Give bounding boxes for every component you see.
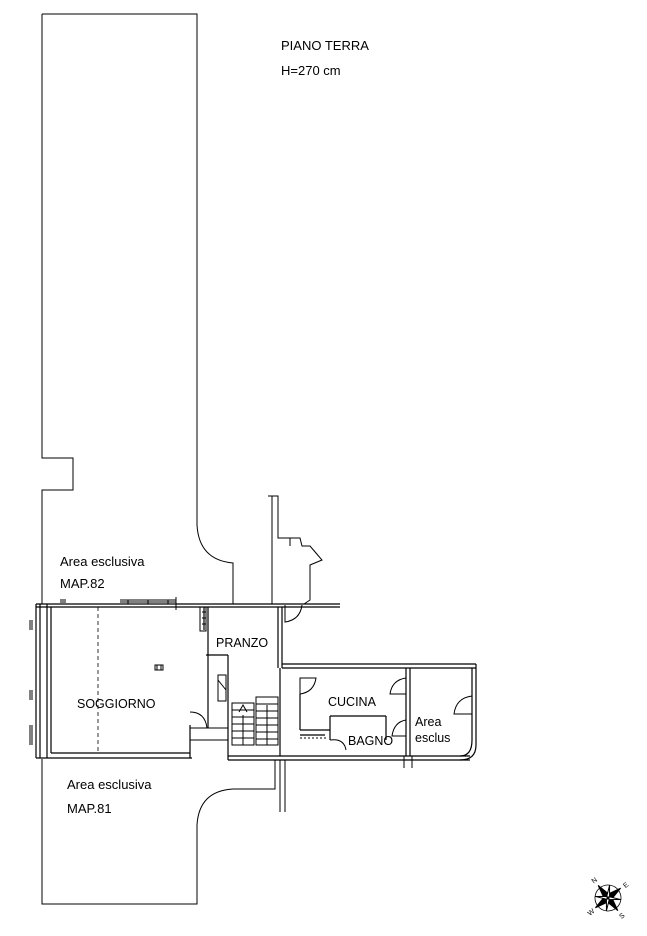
compass-e: E [622, 881, 630, 890]
map-81-label: MAP.81 [67, 801, 112, 816]
room-label-pranzo: PRANZO [216, 636, 269, 650]
compass-w: W [587, 908, 597, 918]
map-82-label: MAP.82 [60, 576, 105, 591]
entrance-step [190, 727, 229, 755]
door-arc-bagno [391, 719, 407, 737]
pillar-small [217, 674, 227, 702]
room-label-cucina: CUCINA [328, 695, 376, 709]
door-arc-bagno-entry [329, 739, 347, 751]
room-label-bagno: BAGNO [348, 734, 394, 748]
compass-s: S [618, 912, 626, 921]
compass-n: N [591, 877, 599, 886]
room-label-area-line1: Area [415, 715, 442, 729]
door-arc-cucina [299, 677, 317, 695]
door-arc-area [453, 695, 473, 715]
pillar [199, 606, 207, 632]
annex-door-arc [284, 604, 303, 623]
annex-outline [268, 495, 323, 605]
compass-rose-icon: N S E W [587, 877, 631, 921]
room-label-area-line2: esclus [415, 731, 451, 745]
room-label-soggiorno: SOGGIORNO [77, 697, 156, 711]
window-marks [29, 597, 177, 745]
door-arc-soggiorno [189, 711, 208, 729]
door-arc-cucina-right [389, 677, 407, 695]
area-esclusiva-lower-label: Area esclusiva [67, 777, 152, 792]
floor-title: PIANO TERRA [281, 38, 369, 53]
area-esclusiva-upper-label: Area esclusiva [60, 554, 145, 569]
ceiling-height: H=270 cm [281, 63, 341, 78]
garden-area-outline [41, 13, 276, 905]
fireplace-symbol [154, 664, 164, 671]
staircase [231, 696, 279, 746]
